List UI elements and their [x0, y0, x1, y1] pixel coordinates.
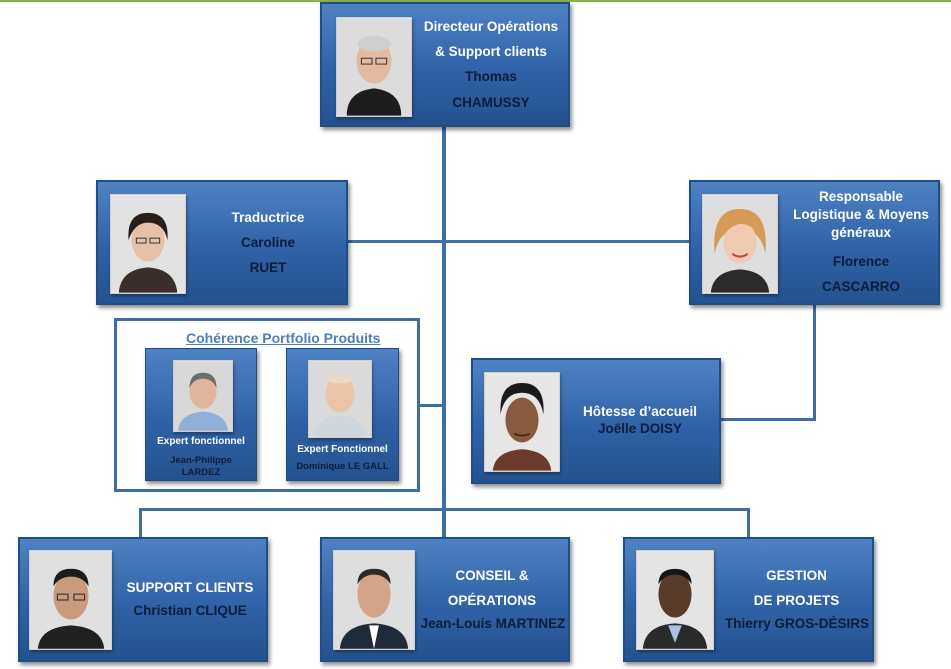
support-photo	[29, 550, 112, 650]
expert-card-1: Expert fonctionnel Jean-Philippe LARDEZ	[145, 348, 257, 481]
connector-portfolio	[418, 404, 444, 407]
translator-last-name: RUET	[249, 260, 287, 275]
connector-drop-conseil	[442, 508, 446, 538]
logistics-last-name: CASCARRO	[821, 279, 900, 294]
connector-middle-row	[346, 240, 690, 243]
expert-1-name-line-1: Jean-Philippe	[170, 455, 232, 466]
reception-photo	[484, 372, 560, 472]
director-photo	[336, 17, 412, 117]
conseil-name: Jean-Louis MARTINEZ	[420, 616, 566, 631]
logistics-photo	[702, 194, 778, 294]
logistics-title-line-3: généraux	[830, 225, 892, 240]
translator-portrait-icon	[111, 195, 185, 293]
conseil-portrait-icon	[334, 551, 414, 649]
translator-photo	[110, 194, 186, 294]
support-card: SUPPORT CLIENTS Christian CLIQUE	[18, 537, 268, 662]
logistics-portrait-icon	[703, 195, 777, 293]
conseil-title-line-1: CONSEIL &	[455, 568, 529, 583]
top-accent-line	[0, 0, 951, 2]
reception-card: Hôtesse d’accueil Joëlle DOISY	[471, 358, 721, 484]
projets-title-line-1: GESTION	[766, 568, 827, 583]
conseil-title-line-2: OPÉRATIONS	[447, 593, 537, 608]
expert-card-2: Expert Fonctionnel Dominique LE GALL	[286, 348, 399, 481]
reception-title: Hôtesse d’accueil	[582, 404, 698, 419]
expert-2-role: Expert Fonctionnel	[297, 444, 388, 455]
expert-1-name-line-2: LARDEZ	[181, 467, 221, 478]
director-title-line-2: & Support clients	[435, 44, 547, 59]
director-card: Directeur Opérations & Support clients T…	[320, 2, 570, 127]
director-last-name: CHAMUSSY	[452, 95, 530, 110]
expert-2-portrait-icon	[309, 361, 371, 437]
connector-logistics-down	[813, 304, 816, 420]
portfolio-group-title: Cohérence Portfolio Produits	[186, 330, 381, 346]
expert-1-photo	[173, 360, 233, 432]
projets-title-line-2: DE PROJETS	[753, 593, 840, 608]
translator-first-name: Caroline	[240, 235, 295, 250]
projets-card: GESTION DE PROJETS Thierry GROS-DÉSIRS	[623, 537, 874, 662]
reception-name: Joëlle DOISY	[597, 421, 683, 436]
projets-photo	[636, 550, 714, 650]
support-name: Christian CLIQUE	[133, 603, 247, 618]
connector-drop-projets	[747, 508, 750, 538]
translator-card: Traductrice Caroline RUET	[96, 180, 348, 305]
logistics-first-name: Florence	[832, 254, 890, 269]
connector-logistics-reception	[720, 418, 816, 421]
translator-title: Traductrice	[231, 210, 305, 225]
reception-portrait-icon	[485, 373, 559, 471]
director-portrait-icon	[337, 18, 411, 116]
expert-1-role: Expert fonctionnel	[157, 436, 245, 447]
logistics-title-line-1: Responsable	[818, 189, 904, 204]
projets-name: Thierry GROS-DÉSIRS	[724, 616, 870, 631]
connector-drop-support	[139, 508, 142, 538]
director-title-line-1: Directeur Opérations	[423, 19, 559, 34]
support-title: SUPPORT CLIENTS	[126, 580, 254, 595]
expert-1-portrait-icon	[174, 361, 232, 431]
conseil-card: CONSEIL & OPÉRATIONS Jean-Louis MARTINEZ	[320, 537, 570, 662]
projets-portrait-icon	[637, 551, 713, 649]
connector-trunk	[442, 126, 446, 538]
expert-2-photo	[308, 360, 372, 438]
expert-2-name-line-1: Dominique LE GALL	[296, 461, 389, 472]
logistics-title-line-2: Logistique & Moyens	[793, 207, 929, 222]
director-first-name: Thomas	[465, 69, 517, 84]
logistics-card: Responsable Logistique & Moyens généraux…	[689, 180, 940, 305]
support-portrait-icon	[30, 551, 111, 649]
conseil-photo	[333, 550, 415, 650]
